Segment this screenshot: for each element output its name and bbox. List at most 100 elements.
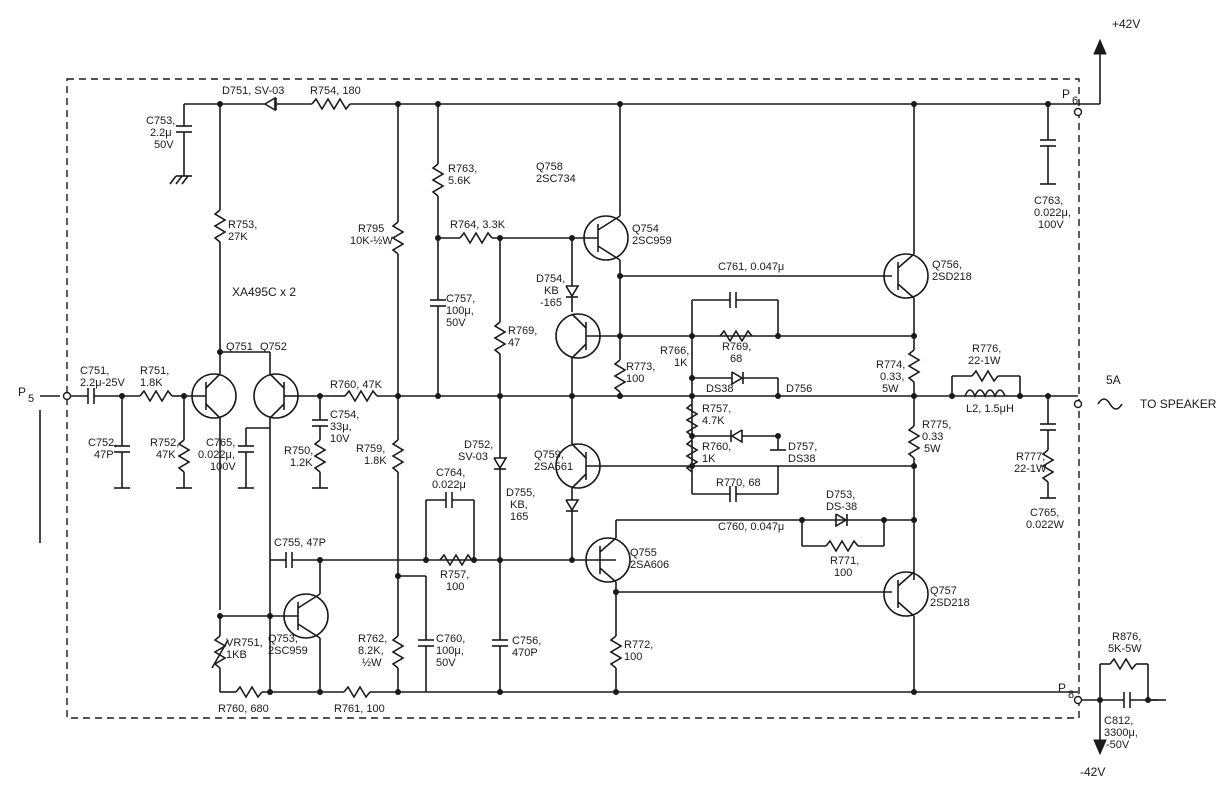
label-c764-value: 0.022μ: [432, 479, 466, 491]
bottom-rail: [220, 685, 1107, 756]
label-r795-value: 10K-½W: [350, 235, 393, 247]
label-r762: R762,: [358, 633, 387, 645]
bias-network: [238, 389, 1078, 489]
label-r777-value: 22-1W: [1014, 463, 1047, 475]
label-c752: C752,: [88, 437, 117, 449]
label-q754-type: 2SC959: [632, 235, 672, 247]
label-c753-volt: 50V: [154, 139, 174, 151]
label-c812-volt: -50V: [1106, 739, 1130, 751]
label-c753-value: 2.2μ: [150, 127, 172, 139]
q758-stage: [555, 238, 917, 399]
q756-transistor: [620, 101, 929, 580]
label-c812-value: 3300μ,: [1104, 727, 1138, 739]
label-d756: D756: [786, 383, 812, 395]
label-r759: R759,: [356, 443, 385, 455]
neg-rail-label: -42V: [1080, 765, 1105, 779]
label-r750: R750,: [284, 445, 313, 457]
label-c754-value: 33μ,: [330, 421, 352, 433]
label-c760-large-volt: 50V: [436, 657, 456, 669]
label-r757: R757,: [702, 403, 731, 415]
label-r753: R753,: [228, 219, 257, 231]
speaker-label: TO SPEAKER: [1140, 397, 1217, 411]
q759-transistor: [555, 396, 914, 563]
label-r769: R769,: [508, 325, 537, 337]
label-r762-value: 8.2K,: [358, 645, 384, 657]
c753-capacitor: [169, 104, 192, 185]
label-d755-volt: 165: [510, 511, 528, 523]
label-c756: C756,: [512, 635, 541, 647]
label-c765-left-value: 0.022μ,: [198, 449, 235, 461]
label-c765-right-value: 0.022W: [1026, 519, 1065, 531]
port-p6: P: [1062, 87, 1070, 101]
label-c754: C754,: [330, 409, 359, 421]
label-r762-watt: ½W: [362, 657, 382, 669]
label-r751-value: 1.8K: [140, 377, 163, 389]
label-q758: Q758: [536, 161, 563, 173]
label-r776-value: 22-1W: [968, 355, 1001, 367]
label-r775-value: 0.33: [922, 431, 943, 443]
label-r876: R876,: [1112, 631, 1141, 643]
label-r772: R772,: [624, 639, 653, 651]
label-c757: C757,: [446, 293, 475, 305]
label-r752: R752,: [150, 437, 179, 449]
label-d753: D753,: [826, 489, 855, 501]
label-c765-right: C765,: [1030, 507, 1059, 519]
label-r760-1k-value: 1K: [702, 453, 716, 465]
label-r760-680: R760, 680: [218, 703, 269, 715]
label-r763: R763,: [448, 163, 477, 175]
label-d754-volt: -165: [540, 297, 562, 309]
label-r751: R751,: [140, 365, 169, 377]
label-r759-value: 1.8K: [364, 455, 387, 467]
label-r752-value: 47K: [156, 449, 176, 461]
d753-r771: [799, 513, 887, 553]
label-r773: R773,: [626, 361, 655, 373]
label-r763-value: 5.6K: [448, 175, 471, 187]
label-c760-large: C760,: [436, 633, 465, 645]
label-c763: C763,: [1034, 195, 1063, 207]
q752-transistor: [220, 351, 300, 690]
label-q756: Q756,: [932, 259, 962, 271]
label-q758-type: 2SC734: [536, 173, 576, 185]
label-c765-left: C765,: [206, 437, 235, 449]
q753-stage: [211, 552, 329, 692]
label-ds38: DS38: [706, 383, 734, 395]
labels: +42V -42V P 5 P 6 P 8 5A TO SPEAKER XA49…: [18, 17, 1217, 779]
label-r757b: R757,: [440, 569, 469, 581]
q754-transistor: [569, 101, 629, 360]
label-r769-value: 47: [508, 337, 520, 349]
label-r771-value: 100: [834, 567, 852, 579]
label-q754: Q754: [632, 223, 659, 235]
pos-rail-label: +42V: [1112, 17, 1140, 31]
q751-transistor: [184, 352, 237, 610]
label-c761: C761, 0.047μ: [718, 261, 784, 273]
label-d755: D755,: [506, 487, 535, 499]
label-r876-value: 5K-5W: [1108, 643, 1142, 655]
label-r771: R771,: [830, 555, 859, 567]
label-q759: Q759,: [534, 449, 564, 461]
label-r766-value: 1K: [674, 357, 688, 369]
label-d754: D754,: [536, 273, 565, 285]
label-q757-type: 2SD218: [930, 597, 970, 609]
label-c755: C755, 47P: [274, 537, 326, 549]
r795-column: [391, 101, 434, 695]
label-r761: R761, 100: [334, 703, 385, 715]
port-p5-sub: 5: [28, 393, 34, 405]
r769-column: [492, 238, 508, 695]
label-c751-value: 2.2μ-25V: [80, 377, 126, 389]
label-r760-1k: R760,: [702, 441, 731, 453]
label-c753: C753,: [146, 115, 175, 127]
label-r754: R754, 180: [310, 85, 361, 97]
label-r774: R774,: [876, 359, 905, 371]
label-r769b: R769,: [722, 341, 751, 353]
label-r776: R776,: [972, 343, 1001, 355]
label-d757: D757,: [788, 441, 817, 453]
label-c760-small: C760, 0.047μ: [718, 521, 784, 533]
ic-note: XA495C x 2: [232, 285, 296, 299]
label-r757b-value: 100: [446, 581, 464, 593]
label-r757-value: 4.7K: [702, 415, 725, 427]
q755-transistor: [585, 519, 914, 692]
label-d752-type: SV-03: [458, 451, 488, 463]
label-q752: Q752: [260, 341, 287, 353]
label-d755-type: KB,: [510, 499, 528, 511]
label-r772-value: 100: [624, 651, 642, 663]
